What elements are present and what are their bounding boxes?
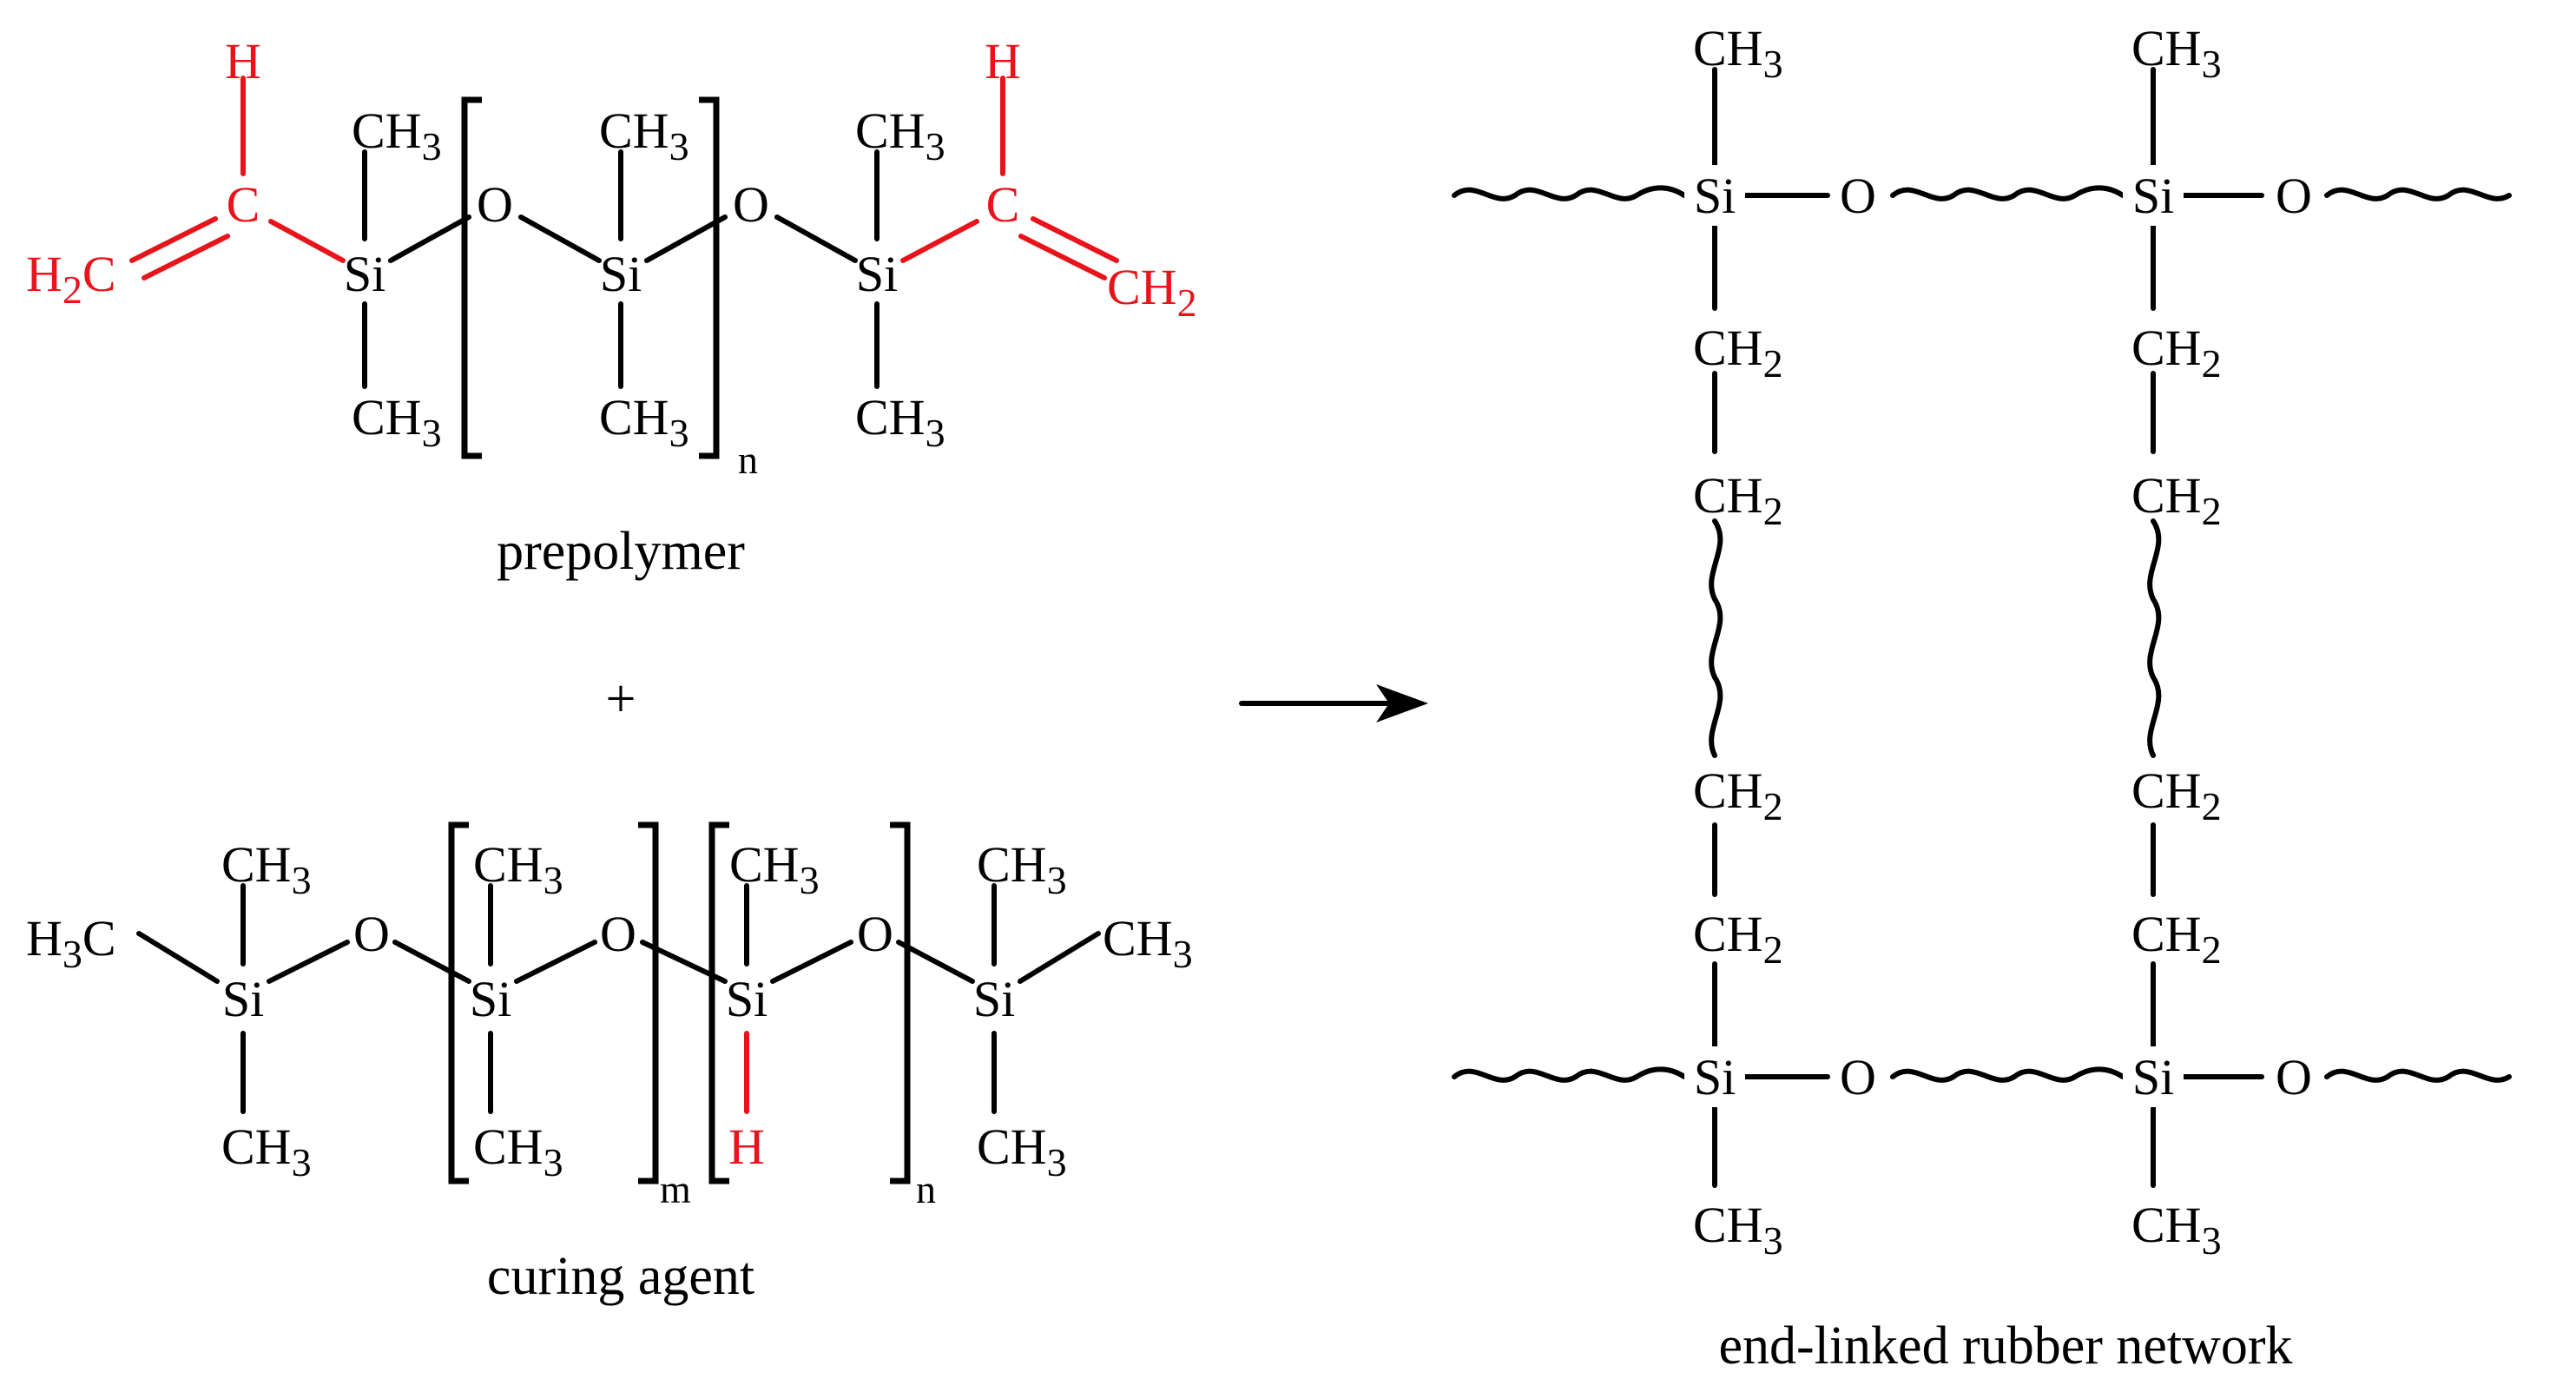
si2-label: Si (600, 246, 642, 302)
network-left-ch2-1: CH2 (1693, 320, 1783, 386)
ca-si1-label: Si (222, 971, 264, 1027)
network-left-ch2-4: CH2 (1693, 906, 1783, 972)
ca-o1-si2-bond (392, 940, 471, 984)
network-top-si-left: Si (1694, 168, 1736, 224)
ca-o3-si4-bond (896, 940, 975, 984)
vinyl-double-bond-right-b (1018, 234, 1107, 280)
ca-si4-label: Si (973, 971, 1015, 1027)
arrow-head (1376, 684, 1428, 722)
network-top-o-right: O (2276, 168, 2312, 224)
network-top-wave-left (1452, 185, 1687, 201)
prepolymer-bracket-left (461, 96, 482, 459)
ca-si4-ch3-right (1018, 931, 1101, 984)
si1-ch3-top: CH3 (352, 102, 442, 168)
ca-si2-o-bond (514, 940, 597, 984)
si1-o-bond (388, 214, 471, 263)
ca-h3c-left: H3C (26, 910, 116, 976)
curing-agent-caption: curing agent (487, 1247, 754, 1306)
reaction-arrow (1239, 684, 1428, 722)
vinyl-si-bond-left (268, 219, 346, 263)
network-right-ch2-3: CH2 (2131, 762, 2222, 828)
network-left-crosslink-wave (1709, 518, 1723, 758)
network-left-ch2-2: CH2 (1693, 467, 1783, 533)
vinyl-c-left: C (227, 176, 260, 233)
ca-si2-label: Si (470, 971, 511, 1027)
ca-si3-o-bond (770, 940, 853, 984)
network-right-ch2-4: CH2 (2131, 906, 2222, 972)
network-right-ch3-top: CH3 (2131, 20, 2222, 86)
prepolymer-caption: prepolymer (497, 522, 745, 581)
o1-label: O (477, 176, 513, 233)
ca-o2-label: O (600, 906, 636, 962)
o1-si2-bond (518, 214, 602, 263)
ca-bracket-m-right (638, 821, 659, 1184)
network-left-ch3-bottom: CH3 (1693, 1197, 1783, 1263)
network-bottom-wave-left (1452, 1066, 1687, 1083)
si2-ch3-bottom: CH3 (599, 389, 689, 455)
network-left-ch3-top: CH3 (1693, 20, 1783, 86)
ca-o1-label: O (353, 906, 390, 962)
network-bottom-wave-mid (1890, 1066, 2125, 1083)
si1-ch3-bottom: CH3 (352, 389, 442, 455)
ca-subscript-m: m (660, 1167, 691, 1211)
ca-bracket-n-right (890, 821, 911, 1184)
vinyl-double-bond-left-a (129, 216, 218, 263)
network-bottom-si-left: Si (1694, 1049, 1736, 1105)
network-bottom-wave-right (2324, 1068, 2512, 1083)
o2-label: O (733, 176, 769, 233)
ca-h3c-si-bond (136, 931, 220, 984)
si2-o-bond (644, 214, 728, 263)
prepolymer-bracket-right (699, 96, 720, 459)
si1-label: Si (344, 246, 385, 302)
ca-o3-label: O (857, 906, 893, 962)
curing-agent-structure: H3C CH3 Si CH3 O CH3 Si CH3 m O CH3 Si H… (26, 821, 1193, 1306)
network-bottom-o-right: O (2276, 1049, 2312, 1105)
network-right-ch2-1: CH2 (2131, 320, 2222, 386)
network-top-o-left: O (1840, 168, 1876, 224)
ca-ch3-right: CH3 (1103, 910, 1193, 976)
si3-ch3-top: CH3 (855, 102, 945, 168)
network-caption: end-linked rubber network (1718, 1316, 2292, 1376)
si3-label: Si (856, 246, 898, 302)
ca-si4-ch3-bottom: CH3 (977, 1118, 1067, 1184)
si3-ch3-bottom: CH3 (855, 389, 945, 455)
ca-si2-ch3-bottom: CH3 (473, 1118, 563, 1184)
prepolymer-structure: H C H2C CH3 Si CH3 O CH3 Si CH3 n O CH3 … (26, 33, 1197, 581)
ca-si3-ch3-top: CH3 (729, 836, 820, 902)
network-right-crosslink-wave (2147, 518, 2162, 758)
ca-si3-label: Si (726, 971, 768, 1027)
prepolymer-subscript-n: n (738, 438, 758, 482)
vinyl-h-right: H (985, 33, 1021, 89)
si2-ch3-top: CH3 (599, 102, 689, 168)
vinyl-h-left: H (225, 33, 261, 89)
network-right-ch2-2: CH2 (2131, 467, 2222, 533)
network-bottom-o-left: O (1840, 1049, 1876, 1105)
network-bottom-si-right: Si (2132, 1049, 2174, 1105)
vinyl-ch2-right: CH2 (1107, 259, 1197, 325)
ca-bracket-m-left (448, 821, 469, 1184)
ca-subscript-n: n (916, 1167, 936, 1211)
vinyl-double-bond-right-a (1031, 216, 1119, 263)
ca-bracket-n-left (708, 821, 729, 1184)
vinyl-h2c-left: H2C (26, 246, 116, 312)
vinyl-si-bond-right (900, 219, 979, 263)
vinyl-double-bond-left-b (142, 234, 230, 280)
ca-si4-ch3-top: CH3 (977, 836, 1067, 902)
network-left-ch2-3: CH2 (1693, 762, 1783, 828)
ca-si2-ch3-top: CH3 (473, 836, 563, 902)
rubber-network-structure: CH3 Si O CH2 CH2 CH2 CH2 Si O CH3 CH3 Si… (1452, 20, 2512, 1376)
ca-si3-h: H (728, 1118, 765, 1175)
ca-si1-ch3-bottom: CH3 (221, 1118, 312, 1184)
network-right-ch3-bottom: CH3 (2131, 1197, 2222, 1263)
ca-si1-o-bond (267, 940, 350, 984)
vinyl-c-right: C (986, 176, 1020, 233)
o2-si3-bond (774, 214, 858, 263)
network-top-wave-right (2324, 187, 2512, 201)
ca-si1-ch3-top: CH3 (221, 836, 312, 902)
plus-sign: + (606, 670, 636, 729)
network-top-si-right: Si (2132, 168, 2174, 224)
network-top-wave-mid (1890, 185, 2125, 201)
